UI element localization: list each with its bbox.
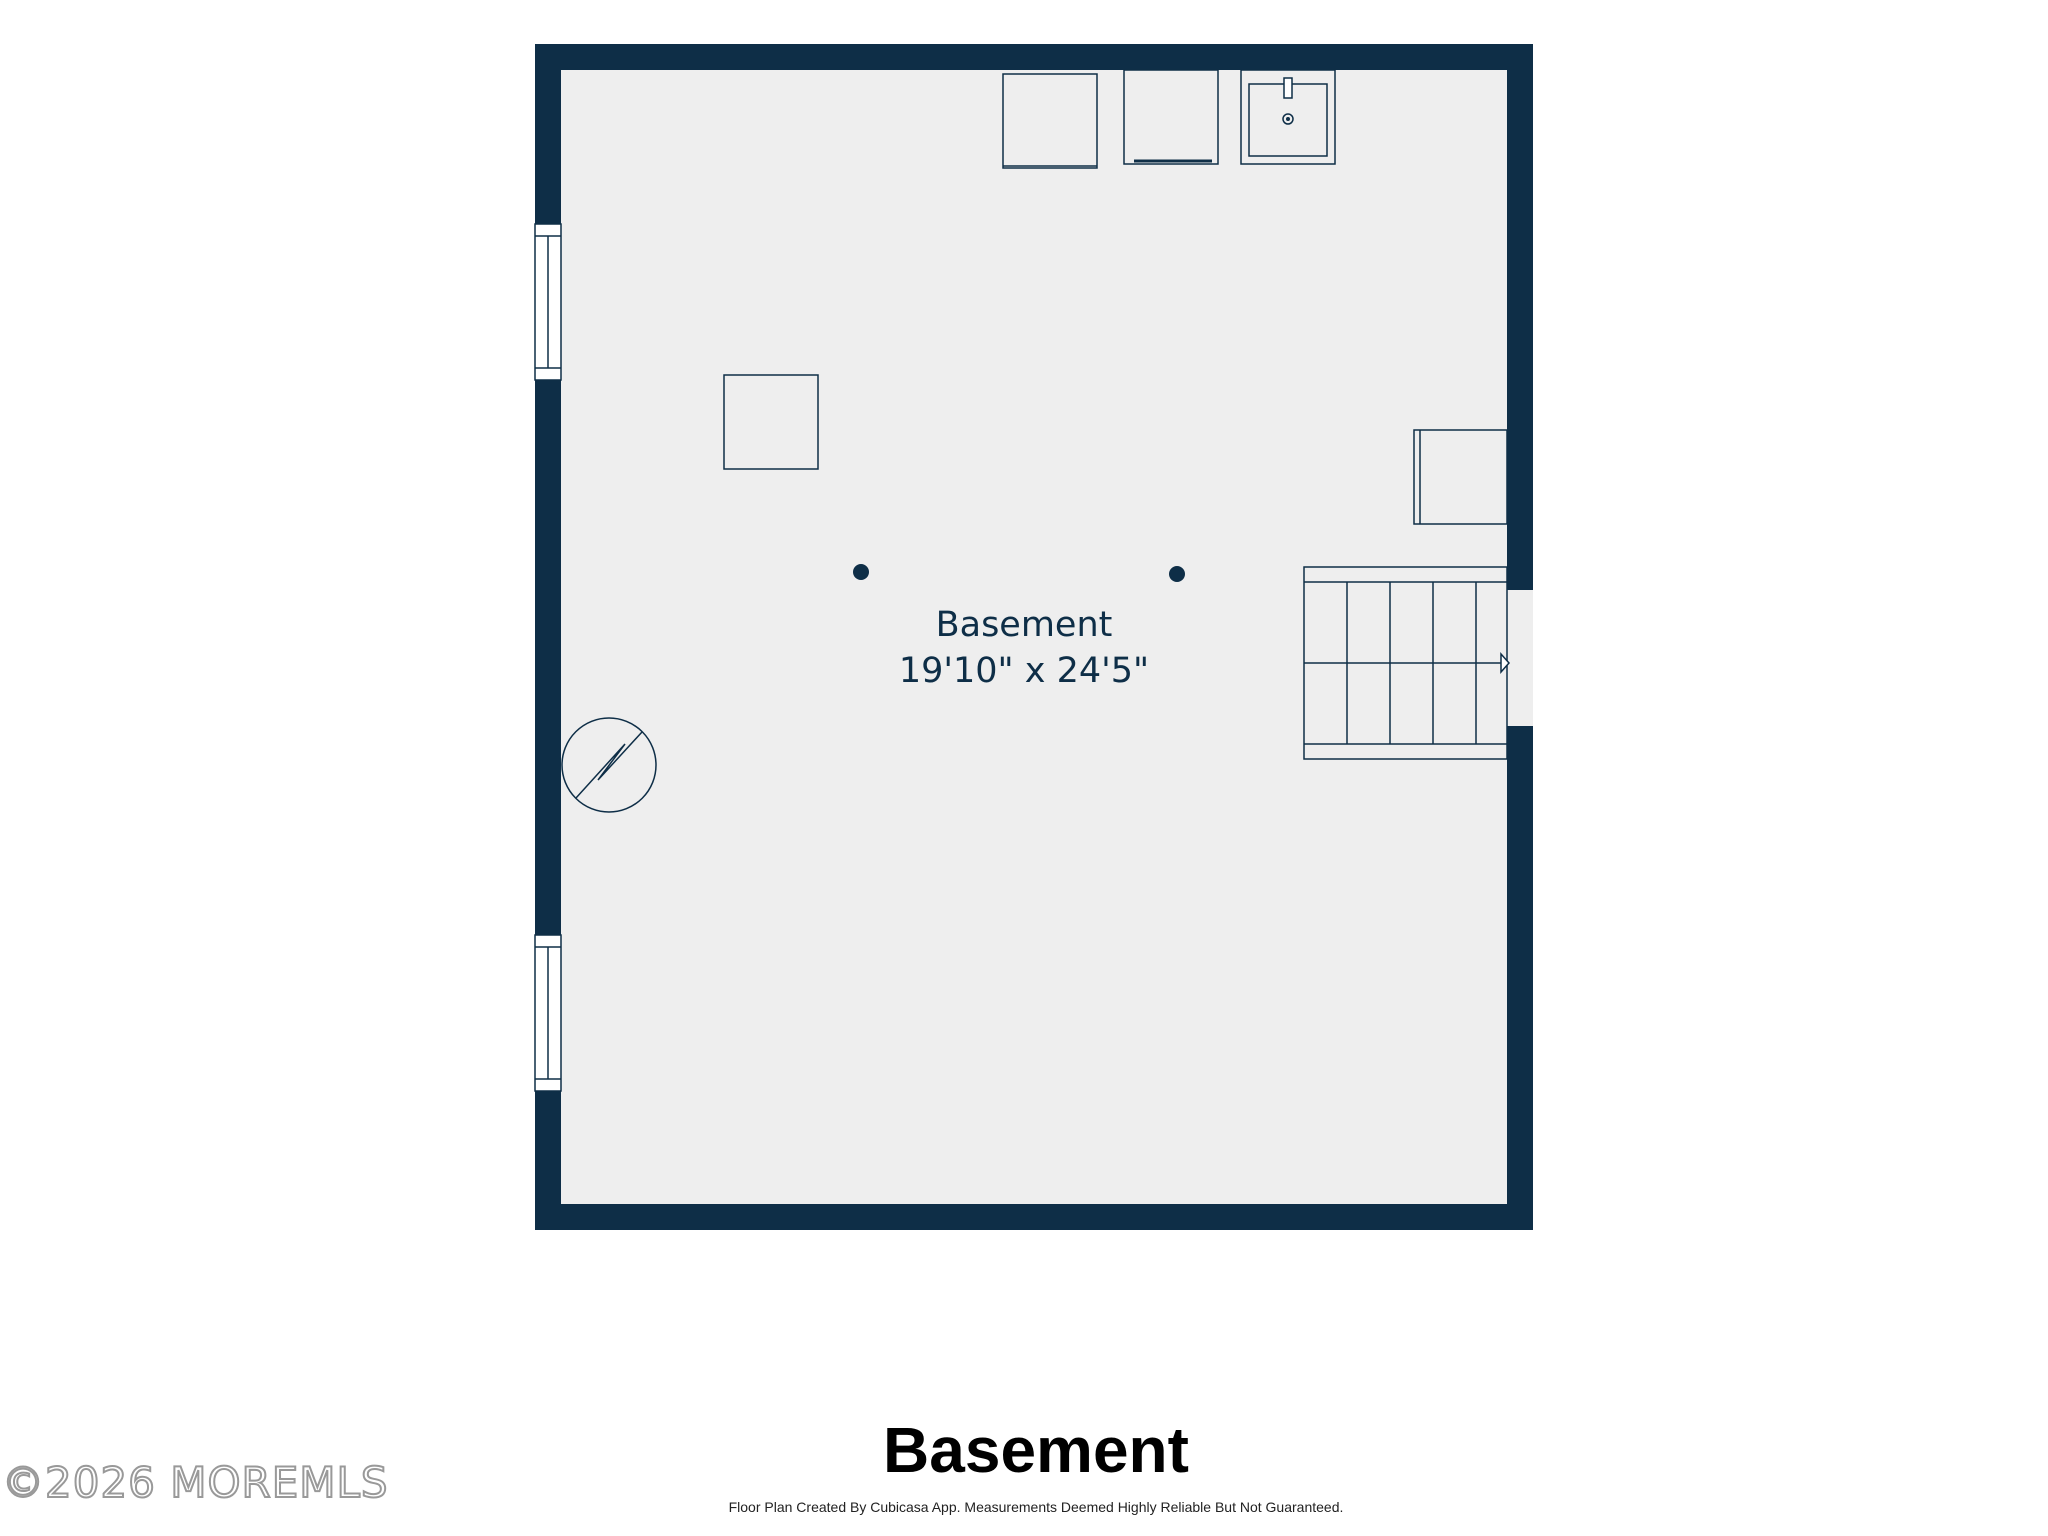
support-post-icon bbox=[853, 564, 869, 580]
disclaimer-text: Floor Plan Created By Cubicasa App. Meas… bbox=[728, 1499, 1344, 1515]
water-heater-box bbox=[1413, 429, 1508, 525]
window-upper-left bbox=[534, 223, 562, 381]
electric-panel-icon bbox=[561, 717, 657, 813]
room-name-label: Basement bbox=[936, 605, 1113, 645]
storage-box bbox=[723, 374, 819, 470]
appliance-box-1 bbox=[1002, 73, 1098, 169]
window-lower-left bbox=[534, 934, 562, 1092]
floor-plan-title: Basement bbox=[883, 1414, 1189, 1486]
staircase bbox=[1303, 566, 1511, 760]
mls-watermark: ©2026 MOREMLS bbox=[1, 1458, 389, 1507]
room-dimensions-label: 19'10" x 24'5" bbox=[899, 651, 1149, 691]
doorway-opening bbox=[1507, 590, 1533, 726]
support-post-icon bbox=[1169, 566, 1185, 582]
basement-floor bbox=[561, 70, 1507, 1204]
appliance-box-2 bbox=[1123, 69, 1219, 165]
laundry-sink bbox=[1240, 69, 1336, 165]
